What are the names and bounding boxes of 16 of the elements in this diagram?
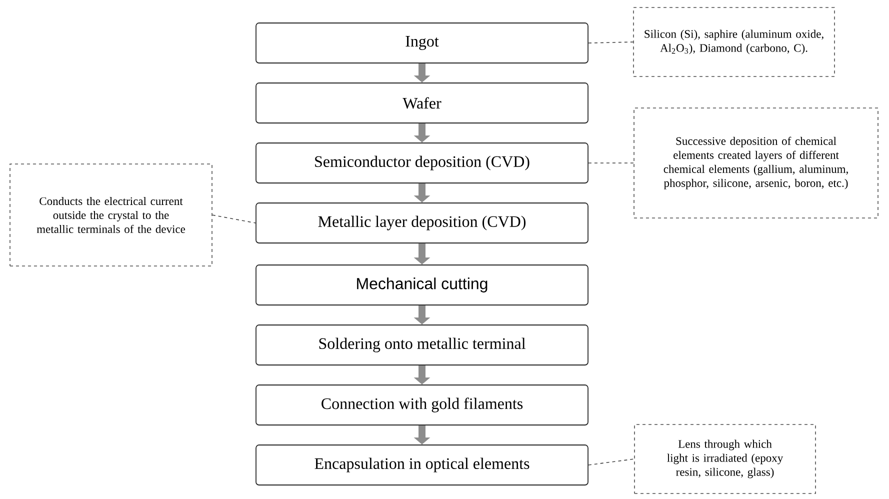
process-box: Connection with gold filaments: [256, 384, 588, 426]
note-box: Successive deposition of chemical elements created layers of different chemical elements (gallium, aluminum, phosphor, silicone, arsenic, boron, etc.): [634, 108, 878, 218]
leader-line: [588, 42, 634, 44]
leader-line: [588, 458, 634, 466]
process-box: Metallic layer deposition (CVD): [256, 202, 588, 244]
note-box: Conducts the electrical current outside the crystal to the metallic terminals of the device: [10, 164, 212, 266]
process-box: Mechanical cutting: [256, 264, 588, 306]
process-box: Encapsulation in optical elements: [256, 444, 588, 486]
process-box: Soldering onto metallic terminal: [256, 324, 588, 366]
process-box: Ingot: [256, 22, 588, 64]
process-box: Semiconductor deposition (CVD): [256, 142, 588, 184]
leader-line: [588, 162, 634, 164]
note-box: Lens through which light is irradiated (epoxy resin, silicone, glass): [634, 424, 816, 494]
process-box: Wafer: [256, 82, 588, 124]
leader-line: [212, 214, 256, 224]
note-box: Silicon (Si), saphire (aluminum oxide, Al$_{2}$O$_{3}$), Diamond (carbono, C).: [633, 7, 835, 77]
